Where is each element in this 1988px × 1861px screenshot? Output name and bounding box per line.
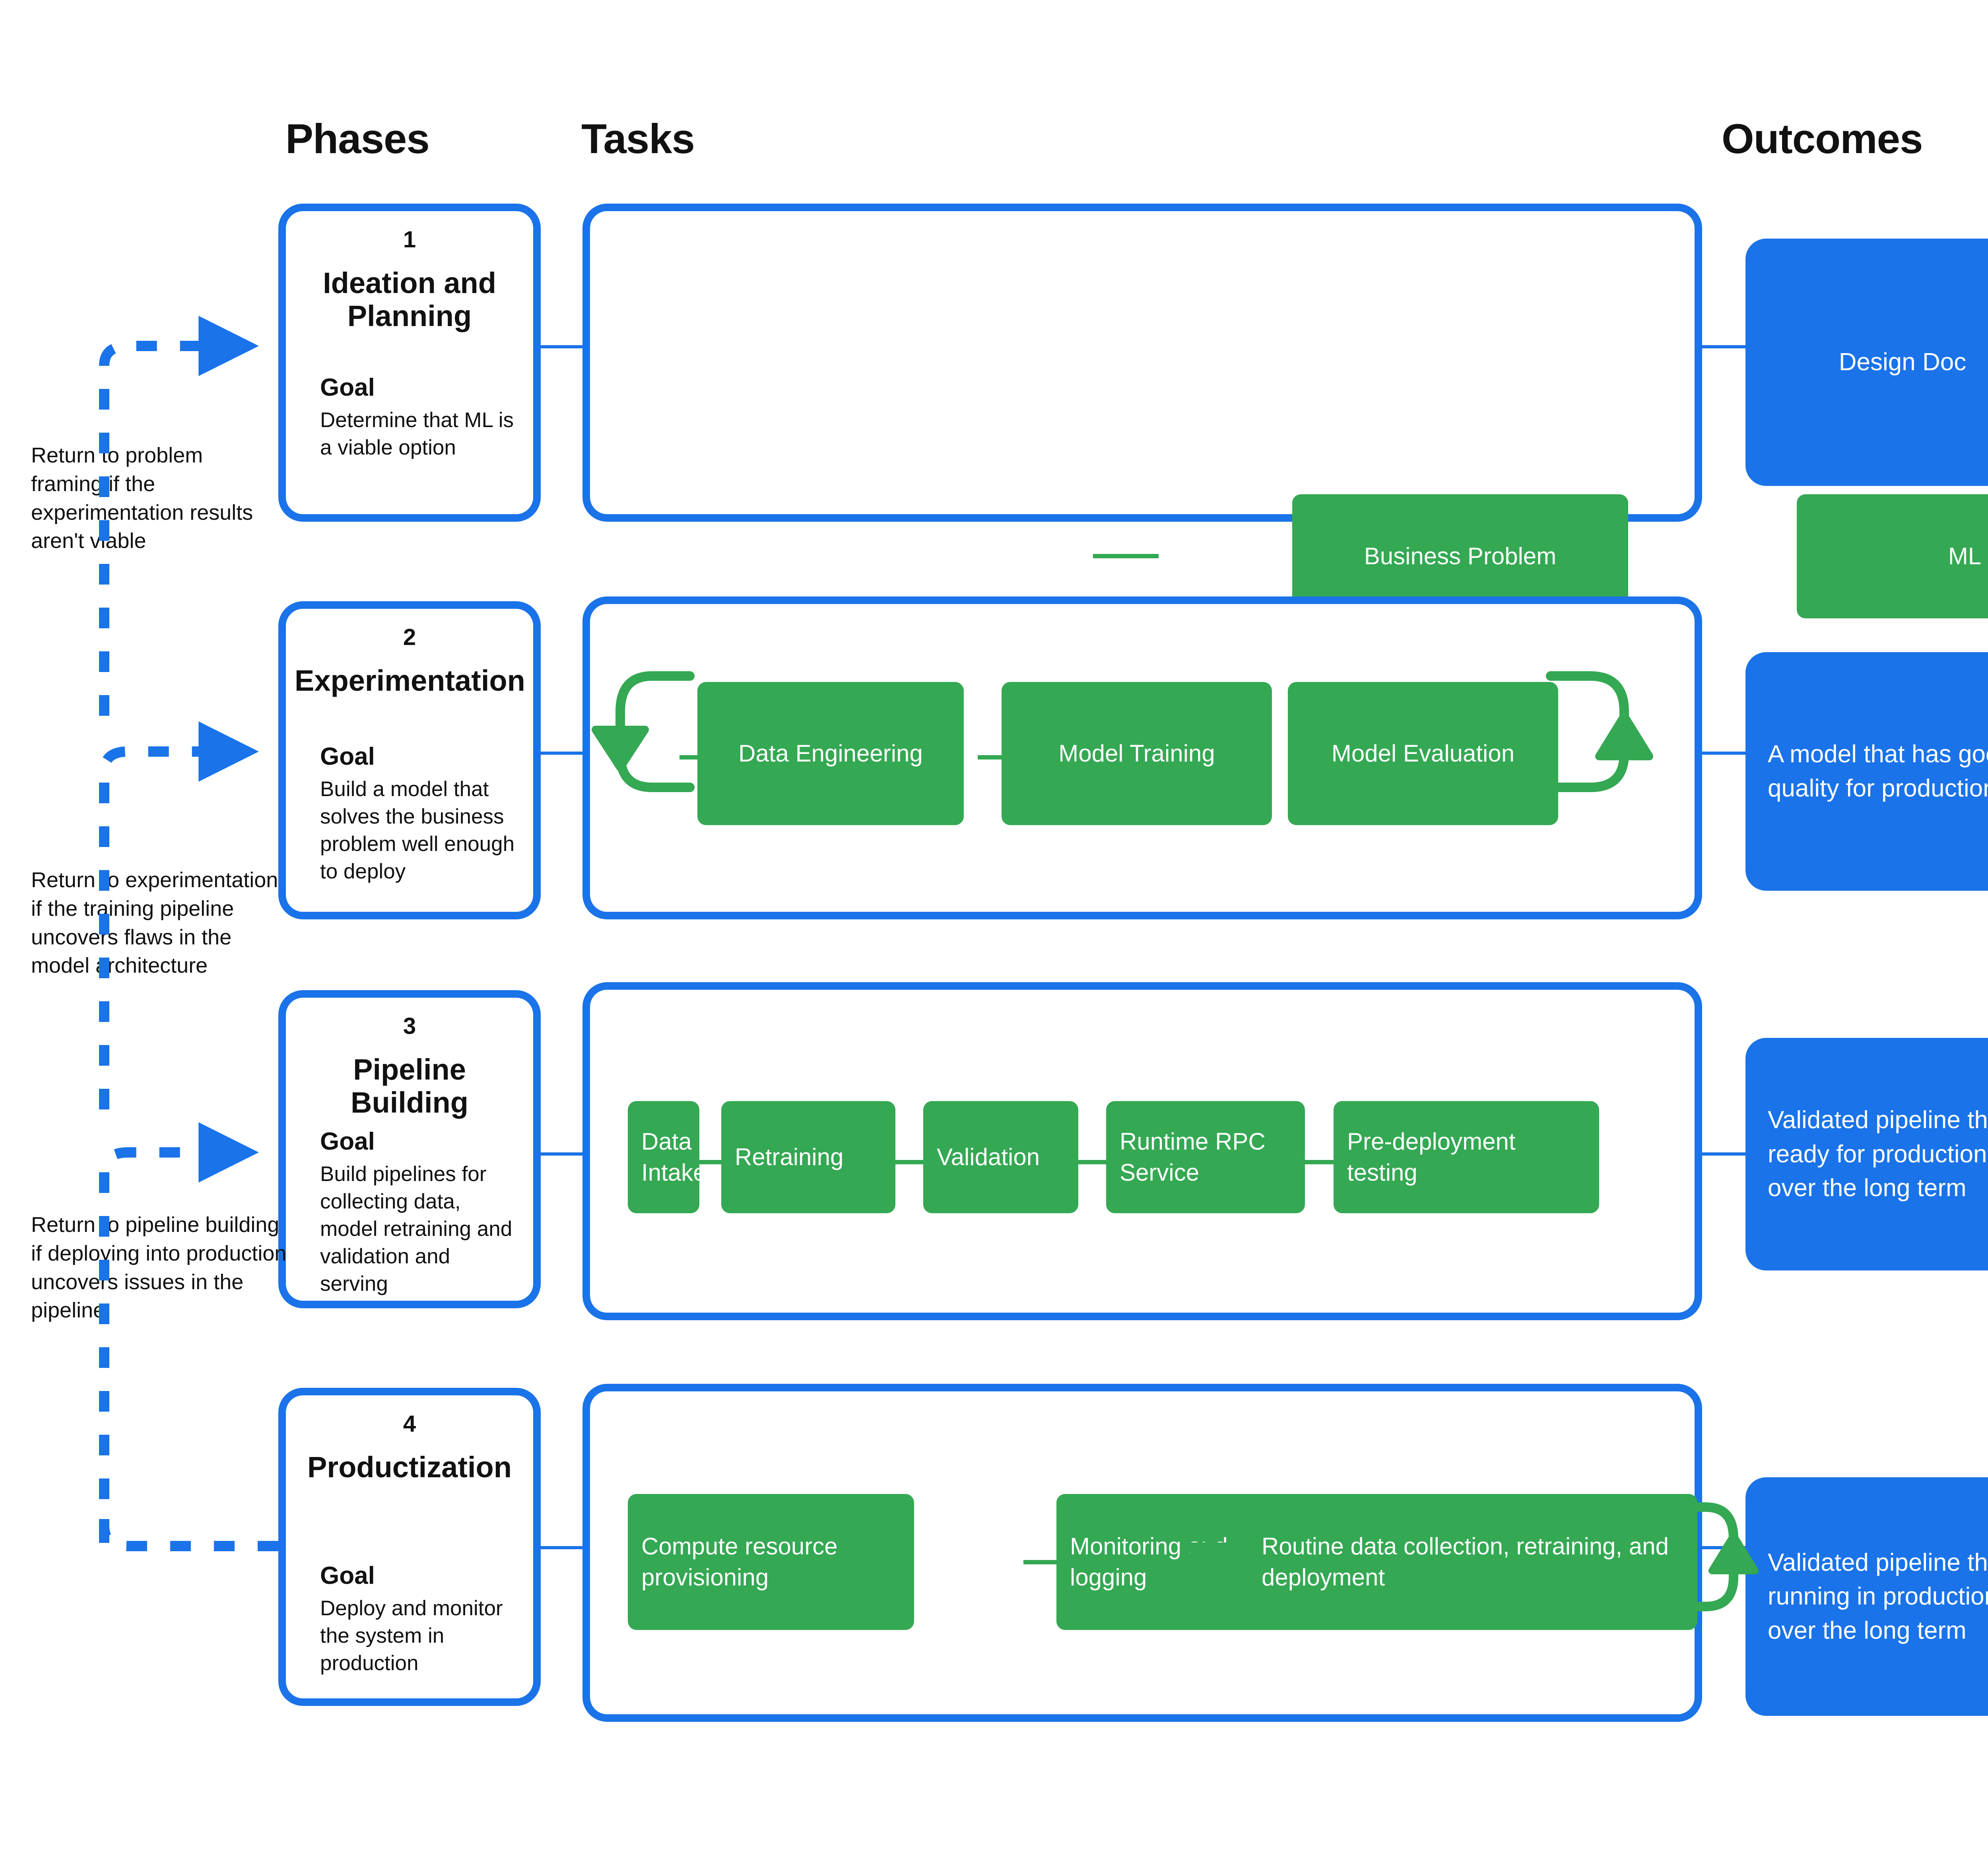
- task-connector-4-1: [1023, 1560, 1063, 1564]
- phase-card-3[interactable]: 3 Pipeline Building Goal Build pipelines…: [278, 990, 541, 1308]
- goal-label-3: Goal: [320, 1128, 375, 1155]
- phase-card-2[interactable]: 2 Experimentation Goal Build a model tha…: [278, 601, 541, 919]
- goal-label-1: Goal: [320, 374, 375, 401]
- task-box-ml[interactable]: ML: [1797, 494, 1988, 618]
- task-box-pre-deployment-testing[interactable]: Pre-deployment testing: [1334, 1101, 1599, 1213]
- task-box-routine-data-collection[interactable]: Routine data collection, retraining, and…: [1248, 1494, 1697, 1630]
- outcome-box-3[interactable]: Validated pipeline that's ready for prod…: [1745, 1038, 1988, 1270]
- column-heading-phases: Phases: [285, 116, 430, 162]
- connector-phase1-tasks: [539, 345, 582, 348]
- phase-card-1[interactable]: 1 Ideation and Planning Goal Determine t…: [278, 204, 541, 522]
- connector-tasks2-outcome: [1702, 752, 1745, 755]
- goal-text-2: Build a model that solves the business p…: [320, 777, 515, 883]
- connector-phase4-tasks: [539, 1546, 582, 1549]
- task-connector-3-2: [890, 1160, 925, 1164]
- task-connector-3-4: [1302, 1160, 1337, 1164]
- connector-phase2-tasks: [539, 752, 582, 755]
- goal-label-4: Goal: [320, 1562, 375, 1589]
- feedback-note-2: Return to experimentation if the trainin…: [31, 868, 278, 978]
- outcome-box-4[interactable]: Validated pipeline that's running in pro…: [1745, 1477, 1988, 1716]
- task-connector-1-1: [1093, 554, 1159, 558]
- phase-number-4: 4: [403, 1411, 416, 1437]
- task-box-validation[interactable]: Validation: [923, 1101, 1078, 1213]
- task-box-model-evaluation[interactable]: Model Evaluation: [1288, 682, 1558, 825]
- tasks-panel-4: Compute resource provisioning Monitoring…: [582, 1384, 1702, 1722]
- tasks-panel-2: Data Engineering Model Training Model Ev…: [582, 596, 1702, 919]
- phase-number-2: 2: [403, 624, 416, 650]
- connector-tasks3-outcome: [1702, 1152, 1745, 1156]
- connector-tasks4-outcome: [1702, 1546, 1745, 1549]
- column-heading-tasks: Tasks: [581, 116, 695, 162]
- goal-label-2: Goal: [320, 743, 375, 770]
- tasks-panel-3: Data Intake Retraining Validation Runtim…: [582, 982, 1702, 1320]
- goal-text-1: Determine that ML is a viable option: [320, 408, 514, 460]
- phase-number-3: 3: [403, 1013, 416, 1039]
- phase-title-4: Productization: [307, 1451, 512, 1484]
- task-connector-3-1: [689, 1160, 725, 1164]
- task-box-retraining[interactable]: Retraining: [721, 1101, 895, 1213]
- outcome-box-2[interactable]: A model that has good quality for produc…: [1745, 652, 1988, 891]
- phase-title-2: Experimentation: [295, 664, 525, 697]
- goal-text-3: Build pipelines for collecting data, mod…: [320, 1162, 513, 1296]
- phase-title-3: Pipeline Building: [351, 1053, 468, 1119]
- phase-card-4[interactable]: 4 Productization Goal Deploy and monitor…: [278, 1388, 541, 1706]
- phase-title-1: Ideation and Planning: [323, 266, 496, 332]
- outcome-box-1[interactable]: Design Doc: [1745, 239, 1988, 486]
- task-connector-3-3: [1074, 1160, 1109, 1164]
- task-box-model-training[interactable]: Model Training: [1002, 682, 1272, 825]
- feedback-note-3: Return to pipeline building if deploying…: [31, 1213, 287, 1323]
- feedback-note-1: Return to problem framing if the experim…: [31, 443, 253, 553]
- column-heading-outcomes: Outcomes: [1722, 116, 1923, 162]
- task-box-runtime-rpc-service[interactable]: Runtime RPC Service: [1106, 1101, 1305, 1213]
- connector-tasks1-outcome: [1702, 345, 1745, 348]
- task-box-data-engineering[interactable]: Data Engineering: [697, 682, 964, 825]
- task-box-data-intake[interactable]: Data Intake: [628, 1101, 706, 1213]
- phase-number-1: 1: [403, 227, 416, 253]
- task-box-monitoring-and-logging[interactable]: Monitoring and logging: [1056, 1494, 1270, 1630]
- connector-phase3-tasks: [539, 1152, 582, 1156]
- feedback-arrow-3-tail: [99, 1519, 278, 1551]
- task-connector-2-2: [978, 755, 1021, 760]
- tasks-panel-1: Business Problem ML: [582, 204, 1988, 618]
- goal-text-4: Deploy and monitor the system in product…: [320, 1597, 503, 1675]
- task-box-compute-resource-provisioning[interactable]: Compute resource provisioning: [628, 1494, 914, 1630]
